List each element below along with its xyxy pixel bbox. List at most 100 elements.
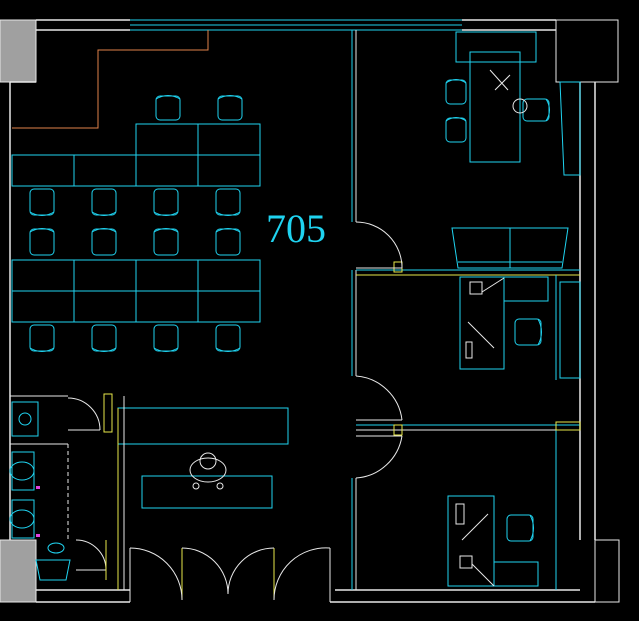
- office-chair: [29, 228, 55, 256]
- urinal: [47, 542, 65, 554]
- cabinet: [559, 281, 581, 379]
- room-divider-walls: [351, 30, 581, 590]
- office-chair: [215, 228, 241, 256]
- column: [555, 19, 619, 83]
- door-arc: [181, 547, 229, 595]
- door-arc: [355, 435, 403, 479]
- office-chair: [445, 79, 467, 105]
- desk-top: [469, 51, 521, 163]
- desk-detail: [481, 277, 505, 293]
- person-head: [199, 452, 217, 470]
- columns: [0, 19, 620, 603]
- person-icon: [189, 452, 227, 490]
- office-chair: [91, 324, 117, 352]
- office-chair: [215, 324, 241, 352]
- desk-detail: [471, 563, 495, 587]
- manager-desk: [459, 276, 581, 379]
- chair-back: [91, 347, 117, 352]
- workstation-desk-cluster: [11, 123, 261, 323]
- fixture-marker: [36, 534, 40, 537]
- door-arc: [355, 375, 403, 421]
- restroom: [10, 395, 107, 580]
- fixture-marker: [36, 486, 40, 489]
- chair-back: [545, 98, 550, 122]
- person-hand: [192, 482, 200, 490]
- office-chair: [91, 228, 117, 256]
- phone-icon: [512, 98, 528, 114]
- column: [0, 19, 37, 83]
- door-swing-icon: [129, 547, 331, 602]
- window-band: [130, 19, 462, 31]
- chair-back: [29, 211, 55, 216]
- door-arc: [67, 397, 101, 431]
- computer-icon: [467, 321, 495, 349]
- manager-desk: [455, 31, 581, 176]
- chair-back: [445, 117, 467, 122]
- door-swing-icon: [355, 221, 403, 479]
- chair-back: [445, 79, 467, 84]
- sofa: [451, 227, 569, 269]
- fixture-markers: [36, 486, 40, 537]
- computer-icon: [489, 69, 509, 91]
- computer-icon: [459, 555, 473, 569]
- chair-back: [29, 347, 55, 352]
- toilet-bowl: [9, 509, 35, 529]
- phone-icon: [465, 341, 473, 359]
- chair-back: [153, 228, 179, 233]
- sink: [11, 401, 39, 437]
- toilet: [9, 451, 71, 581]
- cabinet: [493, 561, 539, 587]
- manager-desk: [447, 495, 539, 587]
- phone-icon: [455, 503, 465, 525]
- bench: [141, 475, 273, 509]
- desk-top: [447, 495, 495, 587]
- partition-outline: [12, 30, 209, 129]
- door-frame: [393, 424, 403, 436]
- chair-back: [537, 318, 542, 346]
- toilet-bowl: [9, 461, 35, 481]
- office-chair: [29, 188, 55, 216]
- chair-back: [529, 514, 534, 542]
- office-chair: [522, 98, 550, 122]
- door-arc: [273, 547, 331, 601]
- chair-back: [91, 228, 117, 233]
- chair-back: [153, 211, 179, 216]
- door-arc: [355, 221, 403, 269]
- office-chair: [155, 95, 181, 121]
- person-shoulders: [189, 457, 227, 483]
- chair-back: [217, 95, 243, 100]
- office-chair: [29, 324, 55, 352]
- door-arc: [227, 547, 275, 595]
- room-number: 705: [266, 206, 326, 251]
- door-arc: [129, 547, 183, 601]
- office-chair: [153, 324, 179, 352]
- office-chair: [217, 95, 243, 121]
- office-chair: [215, 188, 241, 216]
- cabinet: [559, 81, 581, 176]
- office-chair: [153, 228, 179, 256]
- door-frame: [103, 393, 113, 433]
- chair-back: [215, 347, 241, 352]
- chair-back: [153, 347, 179, 352]
- outer-walls: [9, 19, 596, 603]
- chair-back: [215, 211, 241, 216]
- column: [594, 539, 620, 603]
- chairs: [29, 79, 550, 542]
- cabinet: [503, 276, 549, 302]
- sink-basin: [11, 401, 39, 437]
- office-chair: [445, 117, 467, 143]
- toilet-bowl: [35, 559, 71, 581]
- computer-icon: [461, 513, 489, 541]
- chair-back: [155, 95, 181, 100]
- computer-icon: [469, 281, 483, 295]
- column: [0, 539, 37, 603]
- desk-top: [459, 276, 505, 370]
- person-hand: [216, 482, 224, 490]
- chair-back: [215, 228, 241, 233]
- chair-back: [91, 211, 117, 216]
- office-chair: [506, 514, 534, 542]
- office-chair: [91, 188, 117, 216]
- computer-icon: [494, 74, 511, 91]
- reception-counter: [103, 393, 289, 590]
